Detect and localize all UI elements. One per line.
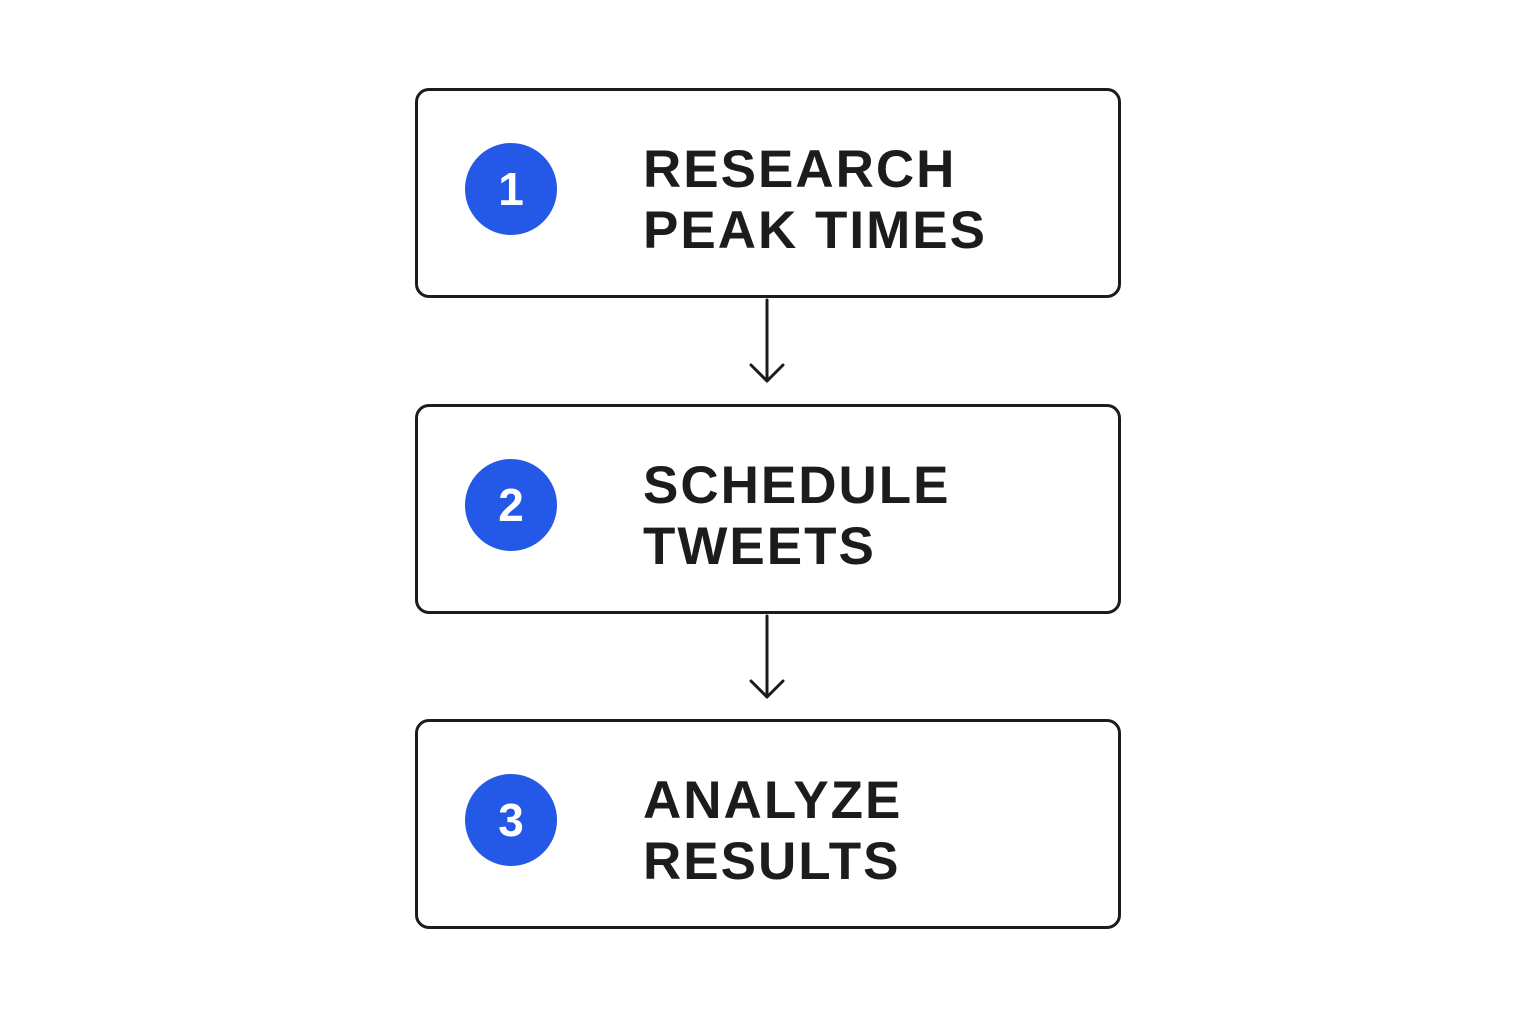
step-number-badge: 3 <box>465 774 557 866</box>
step-label-line: SCHEDULE <box>643 456 951 515</box>
step-label-line: RESEARCH <box>643 140 957 199</box>
step-label: ANALYZE RESULTS <box>643 770 1103 892</box>
step-box-analyze-results: 3 ANALYZE RESULTS <box>415 719 1121 929</box>
arrow-down-icon <box>749 614 785 699</box>
step-label-line: TWEETS <box>643 517 876 576</box>
step-box-research-peak-times: 1 RESEARCH PEAK TIMES <box>415 88 1121 298</box>
step-label: RESEARCH PEAK TIMES <box>643 139 1103 261</box>
step-label-line: ANALYZE <box>643 771 903 830</box>
step-number-badge: 1 <box>465 143 557 235</box>
step-box-schedule-tweets: 2 SCHEDULE TWEETS <box>415 404 1121 614</box>
step-label-line: RESULTS <box>643 832 901 891</box>
arrow-down-icon <box>749 298 785 383</box>
step-label-line: PEAK TIMES <box>643 201 987 260</box>
step-label: SCHEDULE TWEETS <box>643 455 1103 577</box>
step-number-badge: 2 <box>465 459 557 551</box>
